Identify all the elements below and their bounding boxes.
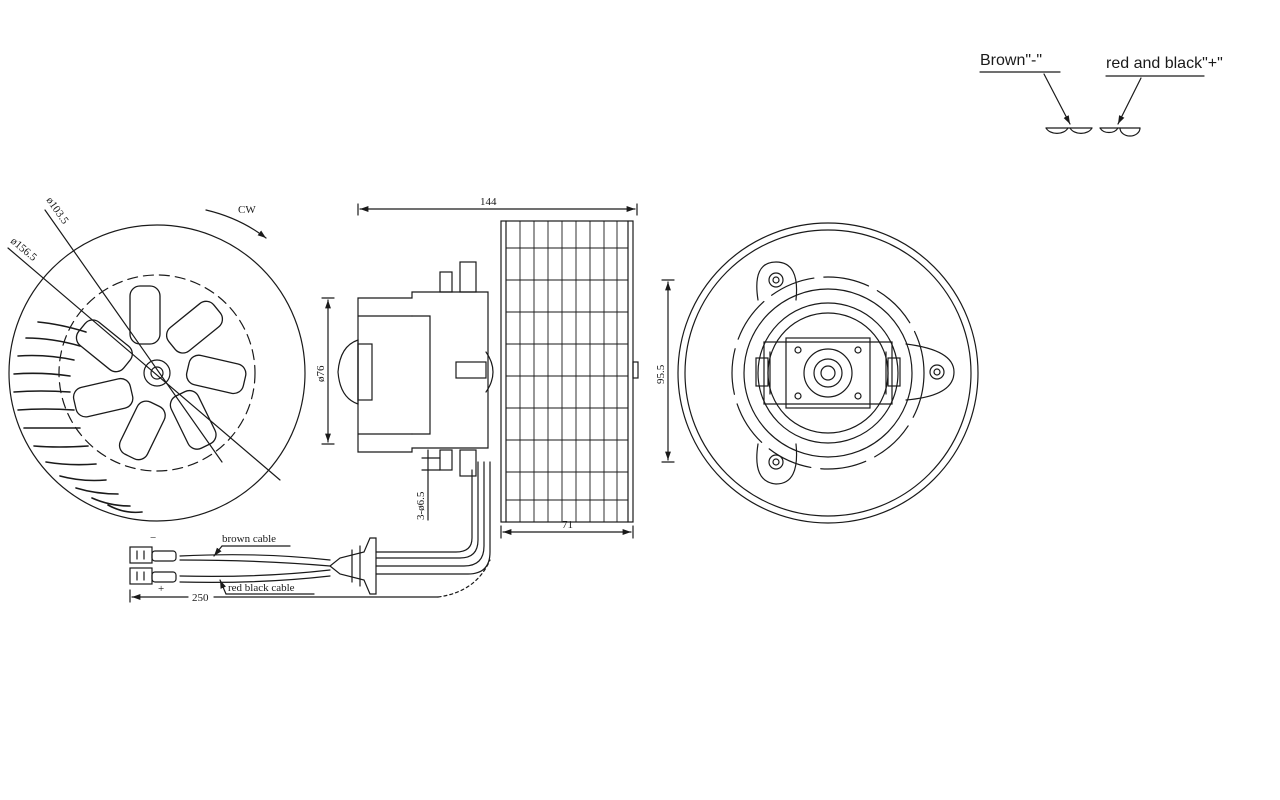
brush-plate: [763, 341, 893, 405]
red-black-cable-label: red black cable: [228, 582, 295, 594]
inner-diameter-label: ø103.5: [44, 195, 71, 227]
mount-lug-right: [905, 343, 955, 401]
motor-housing: [357, 291, 489, 453]
mount-lug-bottom: [756, 443, 798, 485]
impeller-outer-circle: [8, 224, 306, 522]
motor-diameter-label: ø76: [315, 365, 327, 382]
blower-wheel: [500, 220, 634, 523]
cable-grommet: [329, 537, 377, 595]
overall-length-label: 144: [480, 196, 497, 208]
plus-sign: +: [158, 583, 164, 595]
minus-sign: −: [150, 532, 156, 544]
legend-negative-label: Brown"-": [980, 52, 1042, 69]
mount-holes-label: 3-ø6.5: [415, 491, 427, 520]
shaft-outer: [143, 359, 171, 387]
rear-view: [677, 222, 979, 524]
front-view: ø156.5 ø103.5 CW: [7, 195, 306, 522]
terminal-negative: [129, 546, 153, 564]
polarity-legend: Brown"-" red and black"+": [979, 52, 1223, 137]
brown-cable-label: brown cable: [222, 533, 276, 545]
cable-length-label: 250: [192, 592, 209, 604]
outer-diameter-label: ø156.5: [8, 235, 39, 264]
blade-arcs: [13, 321, 143, 514]
shaft-inner: [150, 366, 164, 380]
rear-outer-circle: [677, 222, 979, 524]
impeller-inner-circle: [58, 274, 256, 472]
rotation-label: CW: [238, 204, 256, 216]
terminal-positive: [129, 567, 153, 585]
terminal-symbol: [1045, 127, 1141, 137]
legend-positive-label: red and black"+": [1106, 55, 1223, 72]
mount-lug-top: [756, 261, 798, 301]
side-view: 144: [315, 196, 675, 539]
wheel-width-label: 71: [562, 519, 573, 531]
wheel-height-label: 95.5: [655, 364, 667, 384]
wheel-fins: [505, 220, 629, 523]
hub-window-group: [72, 285, 247, 461]
cable-assembly: − + brown cable red black cable 250: [129, 461, 491, 604]
